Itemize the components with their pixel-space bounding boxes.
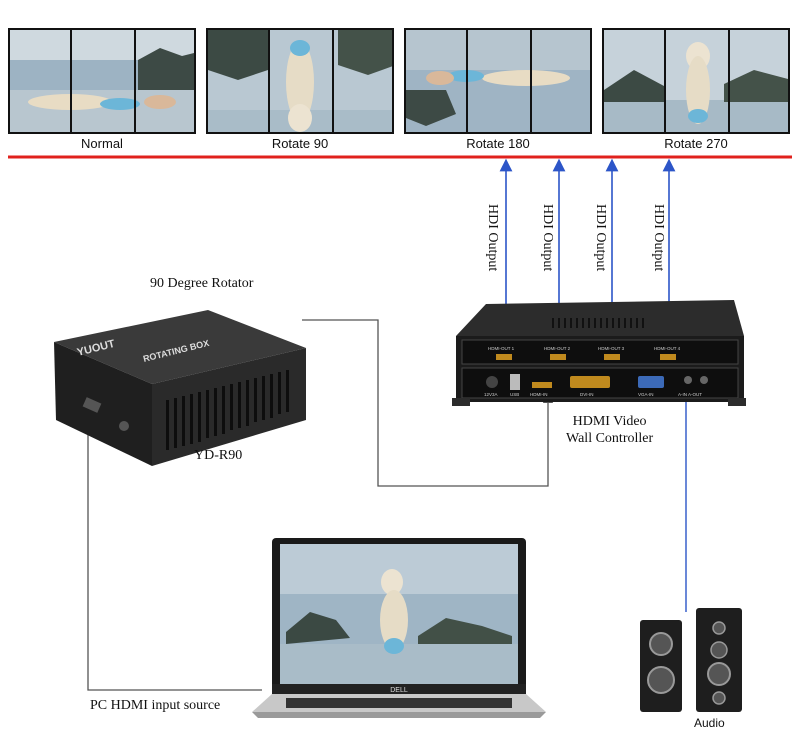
scene-image: [604, 30, 788, 132]
mode-label-rotate-90: Rotate 90: [271, 136, 329, 151]
laptop: DELL: [252, 538, 546, 718]
controller-title-line1: HDMI Video: [572, 414, 647, 429]
rotator-device: YUOUT ROTATING BOX: [54, 310, 306, 466]
audio-label: Audio: [694, 716, 725, 730]
output-label-3: HDI Output: [593, 204, 608, 272]
rotator-model: YD-R90: [194, 448, 243, 463]
speakers: [640, 608, 742, 712]
rotation-panel-rotate-270: [602, 28, 790, 134]
port-label-dvi-in: DVI-IN: [580, 392, 594, 397]
scene-image: [406, 30, 590, 132]
port-label-power: 12V3A: [484, 392, 498, 397]
rotation-panel-rotate-180: [404, 28, 592, 134]
screen-divider: [134, 30, 136, 132]
screen-divider: [530, 30, 532, 132]
rotator-title: 90 Degree Rotator: [150, 276, 254, 291]
port-label-audio: A-IN A-OUT: [678, 392, 702, 397]
screen-divider: [332, 30, 334, 132]
port-label-vga-in: VGA-IN: [638, 392, 654, 397]
screen-divider: [70, 30, 72, 132]
rotator-to-controller-cable: [302, 319, 554, 487]
port-label-hdmi-out-1: HDMI-OUT 1: [488, 346, 515, 351]
port-label-hdmi-out-4: HDMI-OUT 4: [654, 346, 681, 351]
rotation-panel-rotate-90: [206, 28, 394, 134]
video-wall-controller: HDMI-OUT 1 HDMI-OUT 2 HDMI-OUT 3 HDMI-OU…: [452, 300, 746, 406]
mode-label-rotate-270: Rotate 270: [664, 136, 728, 151]
scene-image: [10, 30, 194, 132]
port-label-hdmi-out-3: HDMI-OUT 3: [598, 346, 625, 351]
source-label: PC HDMI input source: [90, 698, 221, 713]
controller-title-line2: Wall Controller: [566, 431, 654, 446]
controller-title: HDMI Video Wall Controller: [566, 413, 653, 447]
port-label-hdmi-in: HDMI-IN: [530, 392, 548, 397]
mode-label-rotate-180: Rotate 180: [466, 136, 530, 151]
screen-divider: [664, 30, 666, 132]
scene-image: [208, 30, 392, 132]
screen-divider: [268, 30, 270, 132]
rotation-panel-normal: [8, 28, 196, 134]
screen-divider: [728, 30, 730, 132]
laptop-brand: DELL: [390, 687, 408, 694]
port-label-hdmi-out-2: HDMI-OUT 2: [544, 346, 571, 351]
port-label-usb: USB: [510, 392, 519, 397]
laptop-to-rotator-cable: [82, 414, 262, 691]
mode-label-normal: Normal: [81, 136, 123, 151]
output-label-4: HDI Output: [651, 204, 666, 272]
output-label-2: HDI Output: [540, 204, 555, 272]
screen-divider: [466, 30, 468, 132]
output-label-1: HDI Output: [485, 204, 500, 272]
